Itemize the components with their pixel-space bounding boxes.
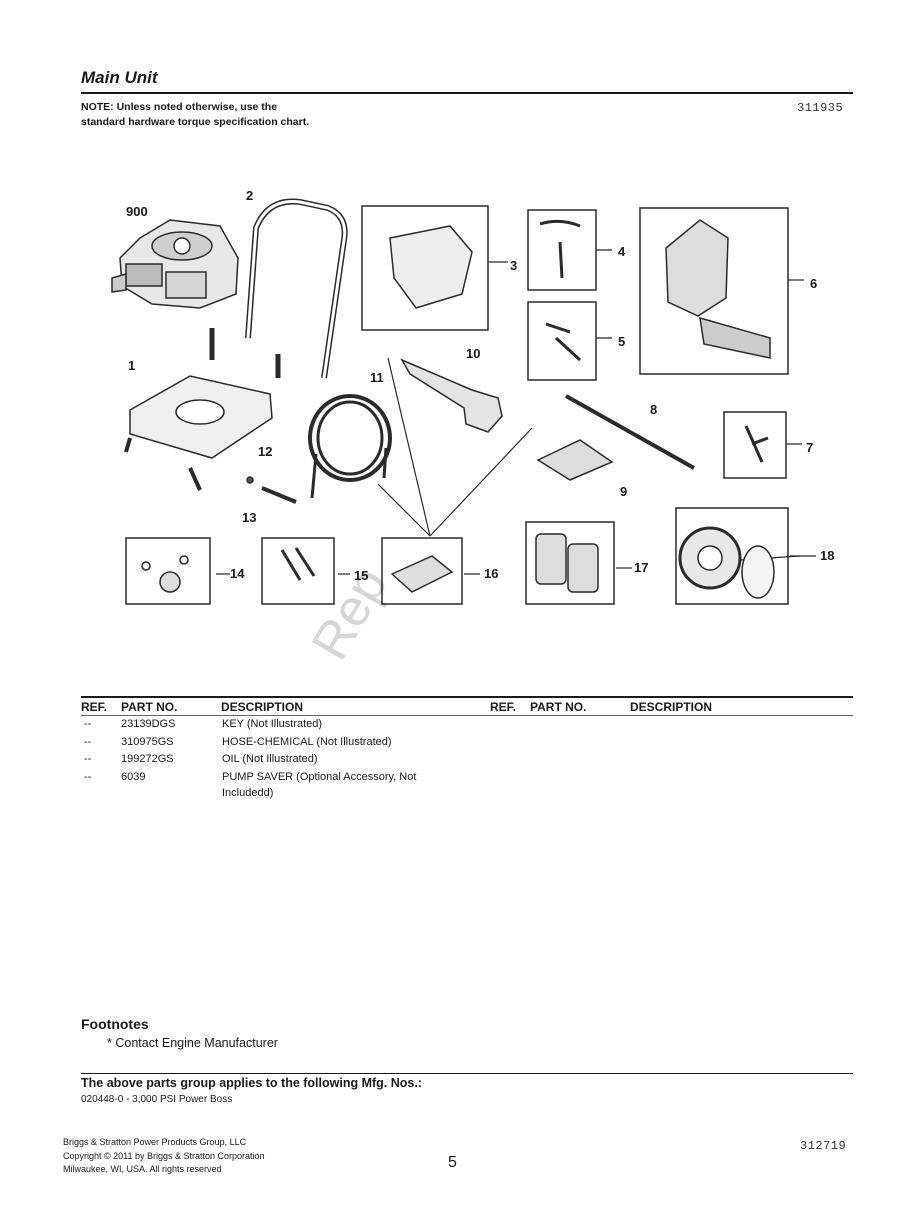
nozzles-illustration bbox=[536, 439, 614, 481]
callout-6: 6 bbox=[810, 276, 817, 291]
doc-number-bottom: 312719 bbox=[800, 1139, 847, 1153]
torque-note: NOTE: Unless noted otherwise, use the st… bbox=[81, 101, 310, 128]
page-number: 5 bbox=[448, 1154, 457, 1171]
cell-ref: -- bbox=[84, 771, 92, 783]
cell-ref: -- bbox=[84, 753, 92, 765]
col-header-part-no-2: PART NO. bbox=[530, 700, 587, 714]
callout-12: 12 bbox=[258, 444, 272, 459]
callout-9: 9 bbox=[620, 484, 627, 499]
part-box-18 bbox=[675, 507, 789, 605]
wand-illustration bbox=[565, 394, 695, 470]
mfg-rule bbox=[81, 1073, 853, 1074]
col-header-description-2: DESCRIPTION bbox=[630, 700, 713, 714]
callout-13: 13 bbox=[242, 510, 256, 525]
callout-18: 18 bbox=[820, 548, 834, 563]
part-box-14 bbox=[125, 537, 211, 605]
callout-4: 4 bbox=[618, 244, 626, 259]
callout-15: 15 bbox=[354, 568, 368, 583]
engine-illustration bbox=[111, 219, 239, 309]
part-box-16 bbox=[381, 537, 463, 605]
page-title: Main Unit bbox=[81, 68, 158, 87]
cell-description: KEY (Not Illustrated) bbox=[222, 718, 323, 730]
copyright-line: Copyright © 2011 by Briggs & Stratton Co… bbox=[63, 1150, 265, 1161]
cell-description: PUMP SAVER (Optional Accessory, Not Incl… bbox=[222, 771, 417, 799]
hose-illustration bbox=[308, 394, 392, 499]
col-header-part-no: PART NO. bbox=[121, 700, 178, 714]
copyright-line: Milwaukee, WI, USA. All rights reserved bbox=[63, 1164, 222, 1174]
table-header-rule bbox=[81, 715, 853, 716]
copyright-block: Briggs & Stratton Power Products Group, … bbox=[63, 1136, 265, 1177]
callout-3: 3 bbox=[510, 258, 517, 273]
callout-labels: 900 2 3 4 6 5 1 11 10 8 7 12 9 13 14 15 … bbox=[126, 188, 834, 583]
callout-1: 1 bbox=[128, 358, 135, 373]
mfg-item: 020448-0 - 3,000 PSI Power Boss bbox=[81, 1094, 233, 1105]
footnotes-heading: Footnotes bbox=[81, 1016, 149, 1032]
callout-8: 8 bbox=[650, 402, 657, 417]
callout-900: 900 bbox=[126, 204, 148, 219]
callout-2: 2 bbox=[246, 188, 253, 203]
part-box-7 bbox=[723, 411, 787, 479]
doc-number-top: 311935 bbox=[797, 101, 844, 115]
callout-5: 5 bbox=[618, 334, 625, 349]
col-header-ref: REF. bbox=[81, 700, 108, 714]
part-box-5 bbox=[527, 301, 597, 381]
title-rule bbox=[81, 92, 853, 94]
cell-part-no: 6039 bbox=[121, 771, 146, 783]
cell-ref: -- bbox=[84, 718, 92, 730]
callout-14: 14 bbox=[230, 566, 245, 581]
cell-description: HOSE-CHEMICAL (Not Illustrated) bbox=[222, 736, 392, 748]
part-box-6 bbox=[639, 207, 789, 375]
col-header-description: DESCRIPTION bbox=[221, 700, 304, 714]
handle-illustration bbox=[245, 198, 348, 379]
part-box-15 bbox=[261, 537, 335, 605]
callout-10: 10 bbox=[466, 346, 480, 361]
callout-16: 16 bbox=[484, 566, 498, 581]
cell-description: OIL (Not Illustrated) bbox=[222, 753, 318, 765]
part-box-3 bbox=[361, 205, 489, 331]
cell-part-no: 23139DGS bbox=[121, 718, 176, 730]
cell-ref: -- bbox=[84, 736, 92, 748]
cell-part-no: 310975GS bbox=[121, 736, 174, 748]
table-top-rule bbox=[81, 696, 853, 698]
part-box-17 bbox=[525, 521, 615, 605]
cell-part-no: 199272GS bbox=[121, 753, 174, 765]
col-header-ref-2: REF. bbox=[490, 700, 517, 714]
spray-gun-illustration bbox=[400, 358, 503, 433]
mfg-heading: The above parts group applies to the fol… bbox=[81, 1076, 422, 1090]
footnote-item: * Contact Engine Manufacturer bbox=[107, 1036, 278, 1050]
exploded-parts-diagram: 900 2 3 4 6 5 1 11 10 8 7 12 9 13 14 15 … bbox=[111, 188, 834, 605]
callout-11: 11 bbox=[370, 370, 384, 385]
callout-17: 17 bbox=[634, 560, 648, 575]
frame-illustration bbox=[124, 328, 281, 491]
copyright-line: Briggs & Stratton Power Products Group, … bbox=[63, 1137, 247, 1147]
callout-7: 7 bbox=[806, 440, 813, 455]
